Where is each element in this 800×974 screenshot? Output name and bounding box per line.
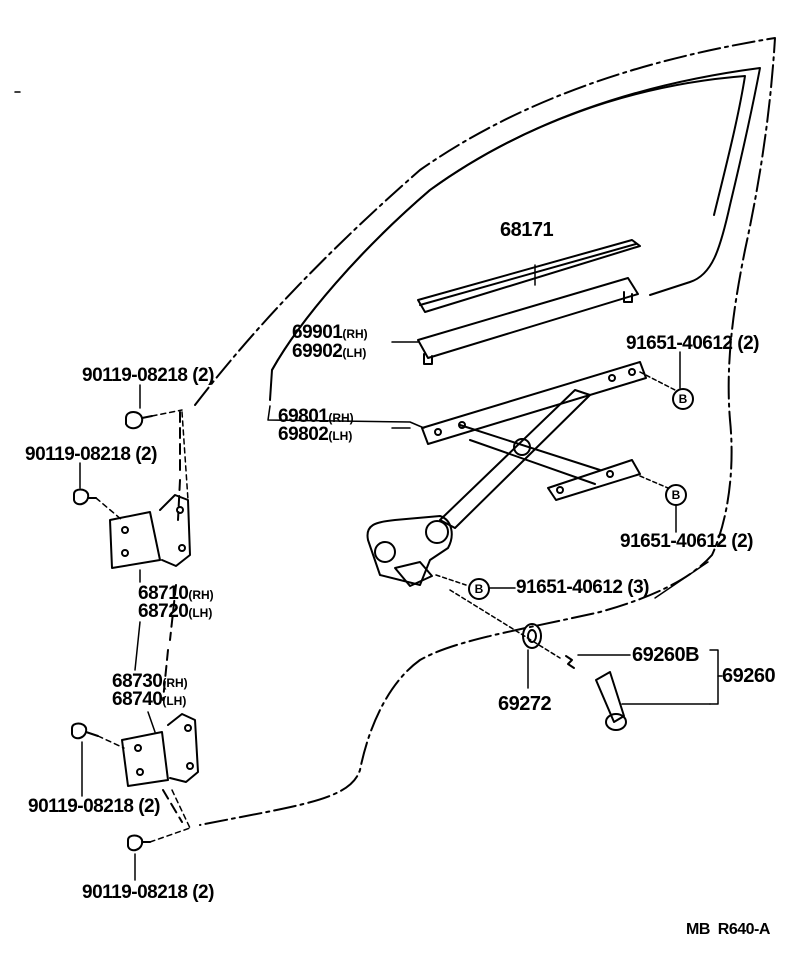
suffix-lh-68740: (LH) [162,694,187,708]
window-glass-inner [271,75,746,371]
ref-marker-b-top: B [672,388,694,410]
part-number-69802: 69802 [278,424,329,445]
label-69901: 69901(RH) [292,323,368,344]
leader-lines [14,91,723,881]
suffix-rh-69801: (RH) [328,411,354,425]
label-screw-mid: 91651-40612 (2) [620,531,754,552]
label-bolt-upper: 90119-08218 (2) [25,444,157,465]
diagram-code: MB R640-A [686,920,770,940]
suffix-rh-68710: (RH) [188,588,214,602]
part-number-68730: 68730 [112,671,163,692]
suffix-rh-68730: (RH) [162,676,188,690]
door-front-edge [162,411,183,823]
label-69260b: 69260B [632,644,700,666]
suffix-rh-69901: (RH) [342,327,368,341]
label-69260: 69260 [722,665,776,687]
label-69272: 69272 [498,693,552,715]
part-number-69901: 69901 [292,322,343,343]
weatherstrip-68171 [417,239,641,313]
diagram-code-prefix: MB [686,921,710,938]
label-69802: 69802(LH) [278,425,352,446]
lower-hinge-68730 [121,713,199,787]
label-68710: 68710(RH) [138,584,214,605]
part-number-69801: 69801 [278,406,329,427]
upper-hinge-68710 [109,494,191,569]
ref-marker-b-mid: B [665,484,687,506]
label-69801: 69801(RH) [278,407,354,428]
label-68171: 68171 [500,219,554,241]
door-frame-outline [194,37,776,826]
ref-marker-b-regulator: B [468,578,490,600]
suffix-lh-69802: (LH) [328,429,353,443]
label-bolt-top: 90119-08218 (2) [82,365,214,386]
part-number-68710: 68710 [138,583,189,604]
label-68720: 68720(LH) [138,602,212,623]
label-bolt-bottom: 90119-08218 (2) [82,882,214,903]
label-bolt-lower: 90119-08218 (2) [28,796,160,817]
suffix-lh-69902: (LH) [342,346,367,360]
suffix-lh-68720: (LH) [188,606,213,620]
part-number-69902: 69902 [292,341,343,362]
diagram-code-number: R640-A [717,921,771,938]
window-regulator [366,361,647,587]
part-number-68720: 68720 [138,601,189,622]
part-number-68740: 68740 [112,689,163,710]
glass-channel-69901 [417,277,639,365]
label-screw-regulator: 91651-40612 (3) [516,577,650,598]
bolt-shapes [71,411,153,852]
label-68740: 68740(LH) [112,690,186,711]
label-screw-top: 91651-40612 (2) [626,333,760,354]
label-68730: 68730(RH) [112,672,188,693]
label-69902: 69902(LH) [292,342,366,363]
